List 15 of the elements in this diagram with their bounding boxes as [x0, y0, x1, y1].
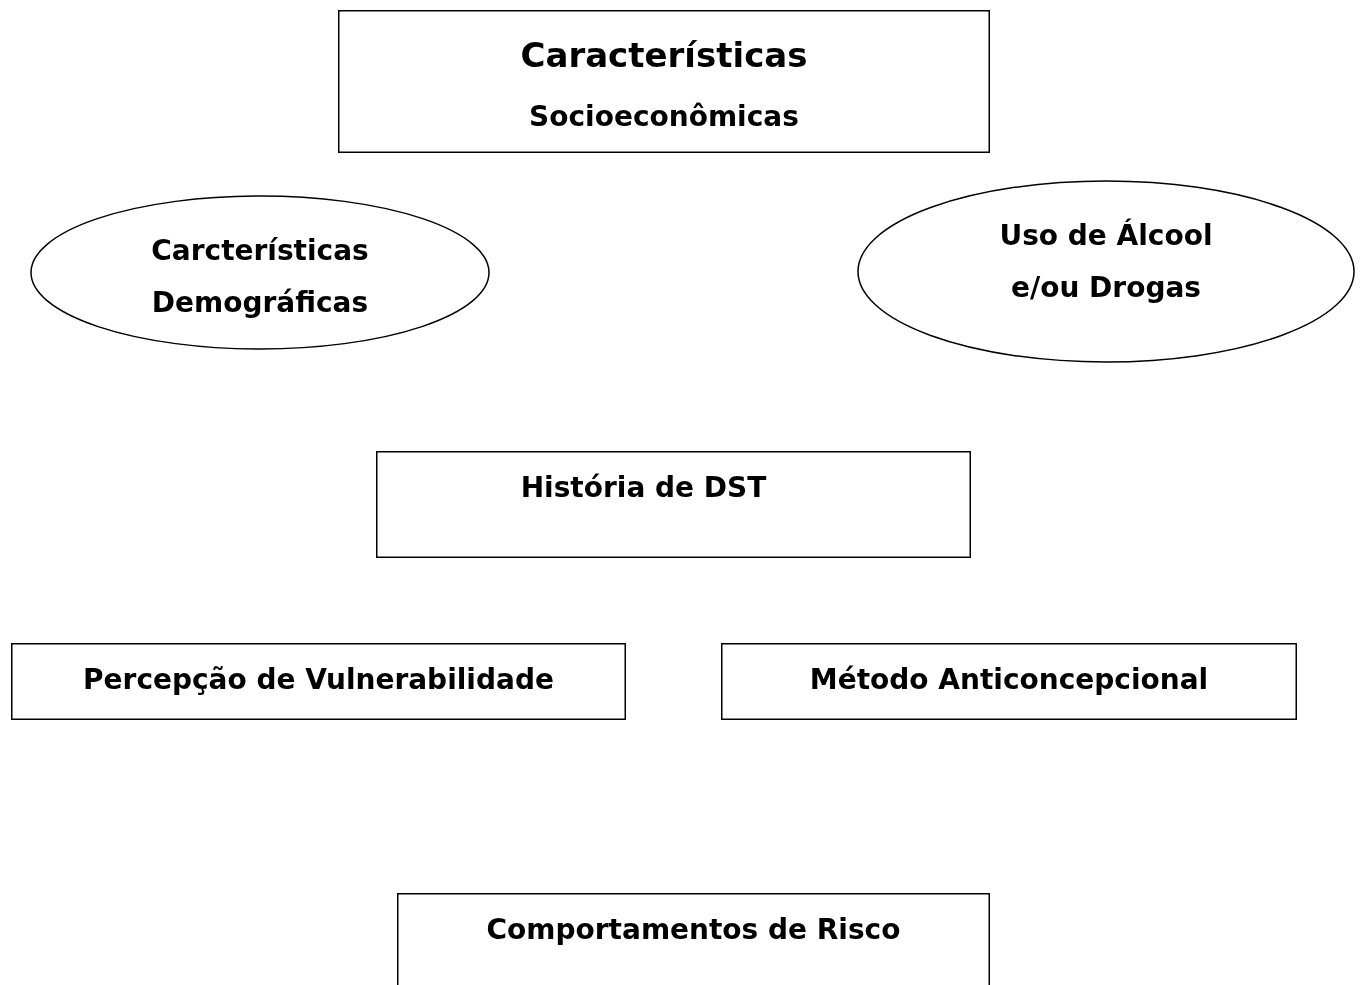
node-label: Socioeconômicas: [528, 100, 800, 134]
process-box: [11, 643, 626, 720]
node-label: Método Anticoncepcional: [808, 663, 1210, 697]
process-box: [397, 893, 990, 985]
process-box: [376, 451, 971, 558]
node-label: História de DST: [519, 471, 768, 505]
oval-node: [857, 180, 1355, 363]
node-label: Uso de Álcool e/ou Drogas: [998, 217, 1214, 306]
node-label: Carcterísticas Demográficas: [150, 233, 370, 321]
node-label: Percepção de Vulnerabilidade: [82, 663, 555, 697]
title-text: Características: [519, 35, 809, 76]
process-box: [721, 643, 1297, 720]
node-label: Comportamentos de Risco: [485, 913, 902, 947]
heading-box: [338, 10, 990, 153]
oval-node: [30, 195, 490, 350]
